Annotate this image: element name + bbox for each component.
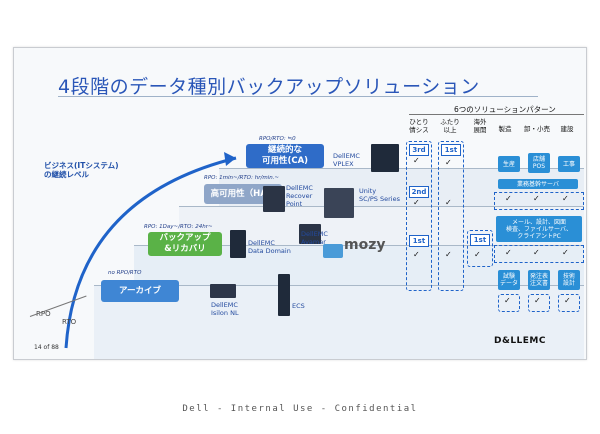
tier-ha-label: 高可用性（HA） — [210, 188, 276, 199]
confidential-footer: Dell - Internal Use - Confidential — [182, 404, 418, 414]
industry-order-form: 発注表 注文書 — [528, 270, 550, 290]
check-overseas-br: ✓ — [474, 250, 481, 259]
product-mozy: mozy — [344, 237, 386, 253]
product-recoverpoint: DellEMC Recover Point — [286, 184, 313, 208]
tier-ca-rpo: RPO/RTO: ≒0 — [259, 136, 296, 142]
check-retail-br: ✓ — [533, 248, 540, 257]
unity-device-icon — [324, 188, 354, 218]
archive-construction-cell — [558, 294, 580, 312]
tier-archive: アーカイブ — [101, 280, 179, 302]
tier-br-label: バックアップ &リカバリ — [159, 233, 211, 254]
tier-br-rpo: RPO: 1Day~/RTO: 24hr~ — [144, 224, 213, 230]
col-head-overseas: 海外 展開 — [473, 118, 487, 134]
title-underline — [58, 96, 538, 97]
avamar-cloud-icon — [323, 244, 343, 258]
check-solo-ha: ✓ — [413, 198, 420, 207]
check-retail-ha: ✓ — [533, 194, 540, 203]
avamar-device-icon — [299, 224, 321, 244]
check-manufacturing-ha: ✓ — [505, 194, 512, 203]
tag-overseas-1st: 1st — [470, 234, 490, 246]
vplex-device-icon — [371, 144, 399, 172]
col-head-construction: 建設 — [560, 125, 574, 133]
check-solo-br: ✓ — [413, 250, 420, 259]
product-ecs: ECS — [292, 302, 305, 310]
check-manufacturing-br: ✓ — [505, 248, 512, 257]
continuity-arrow — [64, 152, 237, 349]
product-unity: Unity SC/PS Series — [359, 187, 400, 203]
check-construction-archive: ✓ — [564, 296, 571, 305]
col-head-retail: 卸・小売 — [524, 125, 550, 133]
tag-solo-2nd: 2nd — [409, 186, 429, 198]
tag-team-1st: 1st — [441, 144, 461, 156]
check-manufacturing-archive: ✓ — [504, 296, 511, 305]
industry-production: 生産 — [498, 156, 520, 172]
continuity-label: ビジネス(ITシステム) の継続レベル — [44, 161, 119, 179]
industry-br-row — [494, 245, 584, 263]
col-head-manufacturing: 製造 — [498, 125, 512, 133]
tag-solo-1st: 1st — [409, 235, 429, 247]
archive-manufacturing-cell — [498, 294, 520, 312]
overseas-column — [467, 230, 493, 267]
col-head-solo: ひとり 情シス — [409, 118, 429, 134]
rto-label: RTO — [62, 318, 77, 326]
industry-core-server: 業務基幹サーバ — [498, 179, 578, 189]
patterns-header-rule — [409, 114, 584, 115]
tier-ha: 高可用性（HA） — [204, 184, 282, 204]
product-isilon: DellEMC Isilon NL — [211, 301, 239, 317]
industry-file-server: メール、設計、図面 検査、ファイルサーバ、 クライアントPC — [496, 216, 582, 242]
check-construction-ha: ✓ — [562, 194, 569, 203]
rpo-label: RPO — [36, 310, 51, 318]
product-datadomain: DellEMC Data Domain — [248, 239, 291, 255]
check-team-ha: ✓ — [445, 198, 452, 207]
tier-ca-label: 継続的な 可用性(CA) — [261, 145, 309, 166]
page-number: 14 of 88 — [34, 344, 59, 351]
tier-archive-label: アーカイブ — [119, 285, 161, 296]
solo-column — [406, 141, 432, 291]
slide: 4段階のデータ種別バックアップソリューション ビジネス(ITシステム) の継続レ… — [13, 47, 587, 360]
datadomain-device-icon — [230, 230, 246, 258]
ecs-device-icon — [278, 274, 290, 316]
recoverpoint-device-icon — [263, 186, 285, 212]
slide-title: 4段階のデータ種別バックアップソリューション — [58, 76, 480, 98]
tier-ha-rpo: RPO: 1min~/RTO: hr/min.~ — [204, 175, 280, 181]
tier-ca: 継続的な 可用性(CA) — [246, 144, 324, 168]
col-head-team: ふたり 以上 — [440, 118, 460, 134]
tier-br: バックアップ &リカバリ — [148, 232, 222, 256]
industry-construction-work: 工事 — [558, 156, 580, 172]
product-vplex: DellEMC VPLEX — [333, 152, 360, 168]
check-solo-ca: ✓ — [413, 156, 420, 165]
industry-ha-row — [494, 192, 584, 210]
archive-retail-cell — [528, 294, 550, 312]
patterns-header: 6つのソリューションパターン — [454, 105, 556, 114]
team-column — [438, 141, 464, 291]
tier-archive-rpo: no RPO/RTO — [108, 270, 142, 276]
isilon-device-icon — [210, 284, 236, 298]
industry-tech-design: 技術 設計 — [558, 270, 580, 290]
tag-solo-3rd: 3rd — [409, 144, 429, 156]
industry-pos: 店舗 POS — [528, 153, 550, 173]
check-retail-archive: ✓ — [534, 296, 541, 305]
check-construction-br: ✓ — [562, 248, 569, 257]
dellemc-logo: D&LLEMC — [494, 336, 546, 346]
industry-test-data: 試験 データ — [498, 270, 520, 290]
check-team-br: ✓ — [445, 250, 452, 259]
check-team-ca: ✓ — [445, 158, 452, 167]
product-avamar: DellEMC Avamar — [301, 230, 328, 246]
